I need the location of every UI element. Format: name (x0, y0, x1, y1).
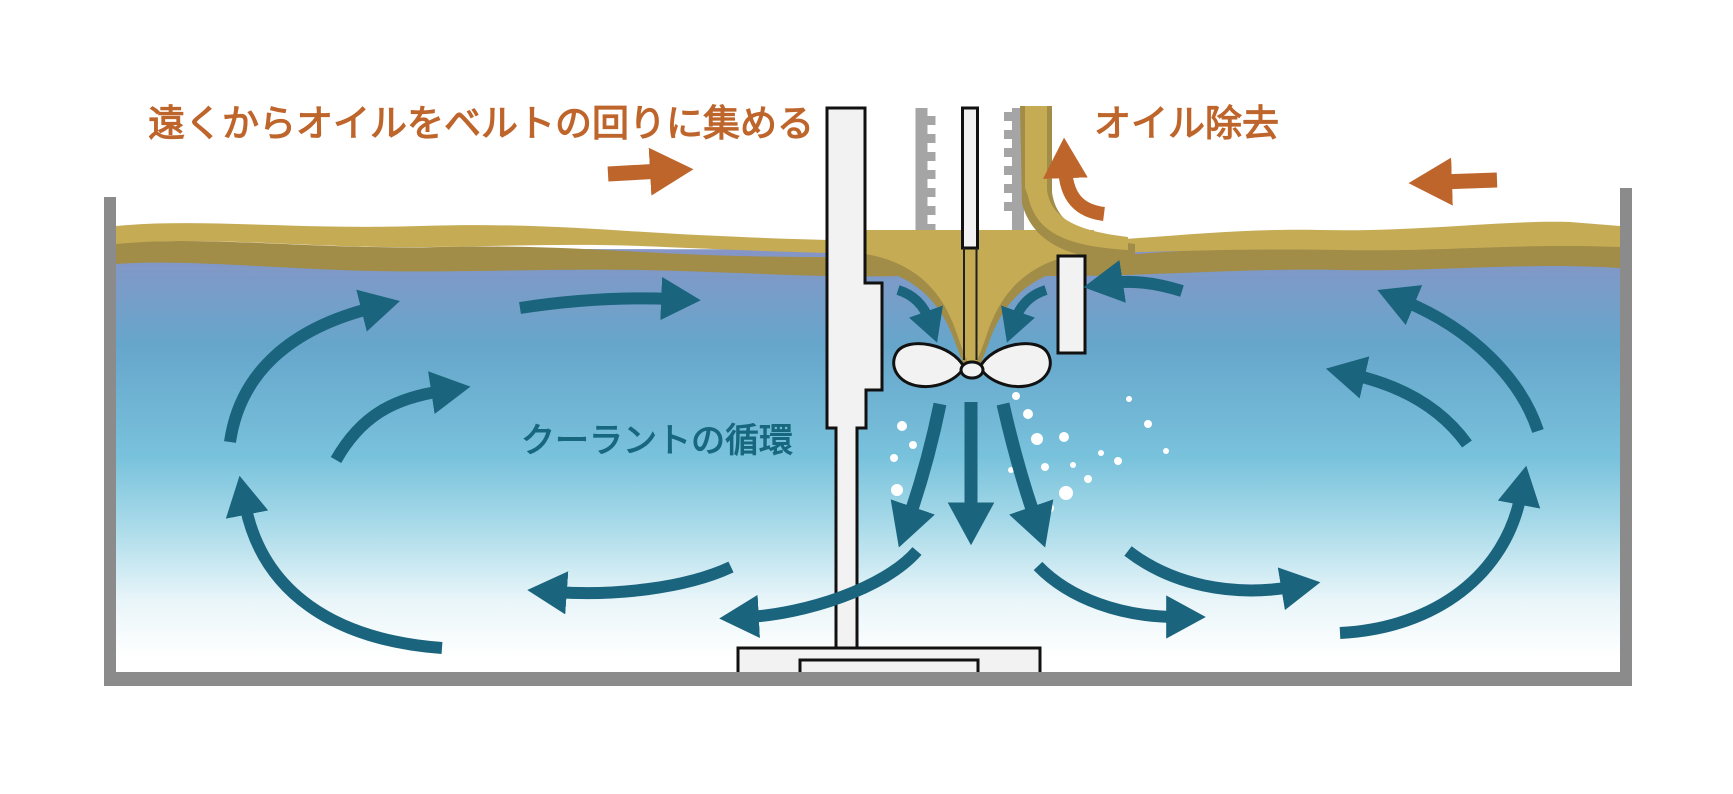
flow-arrow-right-bottom-up (1339, 465, 1541, 639)
oil-arrow-up-belt (1042, 137, 1106, 221)
coolant-flow-arrows (224, 260, 1544, 654)
flow-arrow-left-rise-long (224, 289, 400, 443)
flow-arrow-bottom-left-out (527, 561, 734, 615)
support-post (825, 106, 884, 652)
impeller (892, 342, 1052, 389)
tank (104, 188, 1632, 686)
base-plate (736, 646, 1042, 676)
label-coolant-circulation: クーラントの循環 (521, 421, 793, 461)
oil-funnel (840, 230, 1104, 379)
oil-flow-arrows (607, 137, 1498, 221)
belt-guide-bar (961, 106, 979, 250)
flow-arrow-downwash-left (890, 402, 947, 548)
flow-arrow-right-rise-short (1325, 356, 1472, 448)
oil-layer-light (116, 221, 1620, 254)
label-oil-removal: オイル除去 (1094, 102, 1279, 145)
right-guide-bar (1056, 254, 1087, 355)
belt-lines (963, 248, 978, 360)
flow-arrow-left-bottom-up (225, 475, 443, 654)
flow-arrow-bottom-left-inner (719, 546, 922, 638)
flow-arrow-surface-left-toward-belt (1083, 260, 1184, 303)
flow-arrow-downwash-right (996, 402, 1054, 548)
flow-arrow-bottom-right-out-lower (1033, 561, 1206, 639)
label-collect-oil: 遠くからオイルをベルトの回りに集める (148, 102, 814, 145)
flow-arrow-left-surface-right (519, 276, 701, 321)
flow-arrow-funnel-in-right (1001, 285, 1048, 343)
oil-arrow-collect-right (607, 147, 694, 196)
coolant-water (116, 240, 1620, 672)
oil-arrow-collect-left (1408, 157, 1498, 206)
flow-arrow-bottom-right-out-upper (1124, 546, 1321, 611)
flow-arrow-right-rise-long (1377, 285, 1544, 433)
flow-arrow-funnel-in-left (896, 285, 943, 343)
flow-arrow-left-rise-short (330, 371, 471, 463)
